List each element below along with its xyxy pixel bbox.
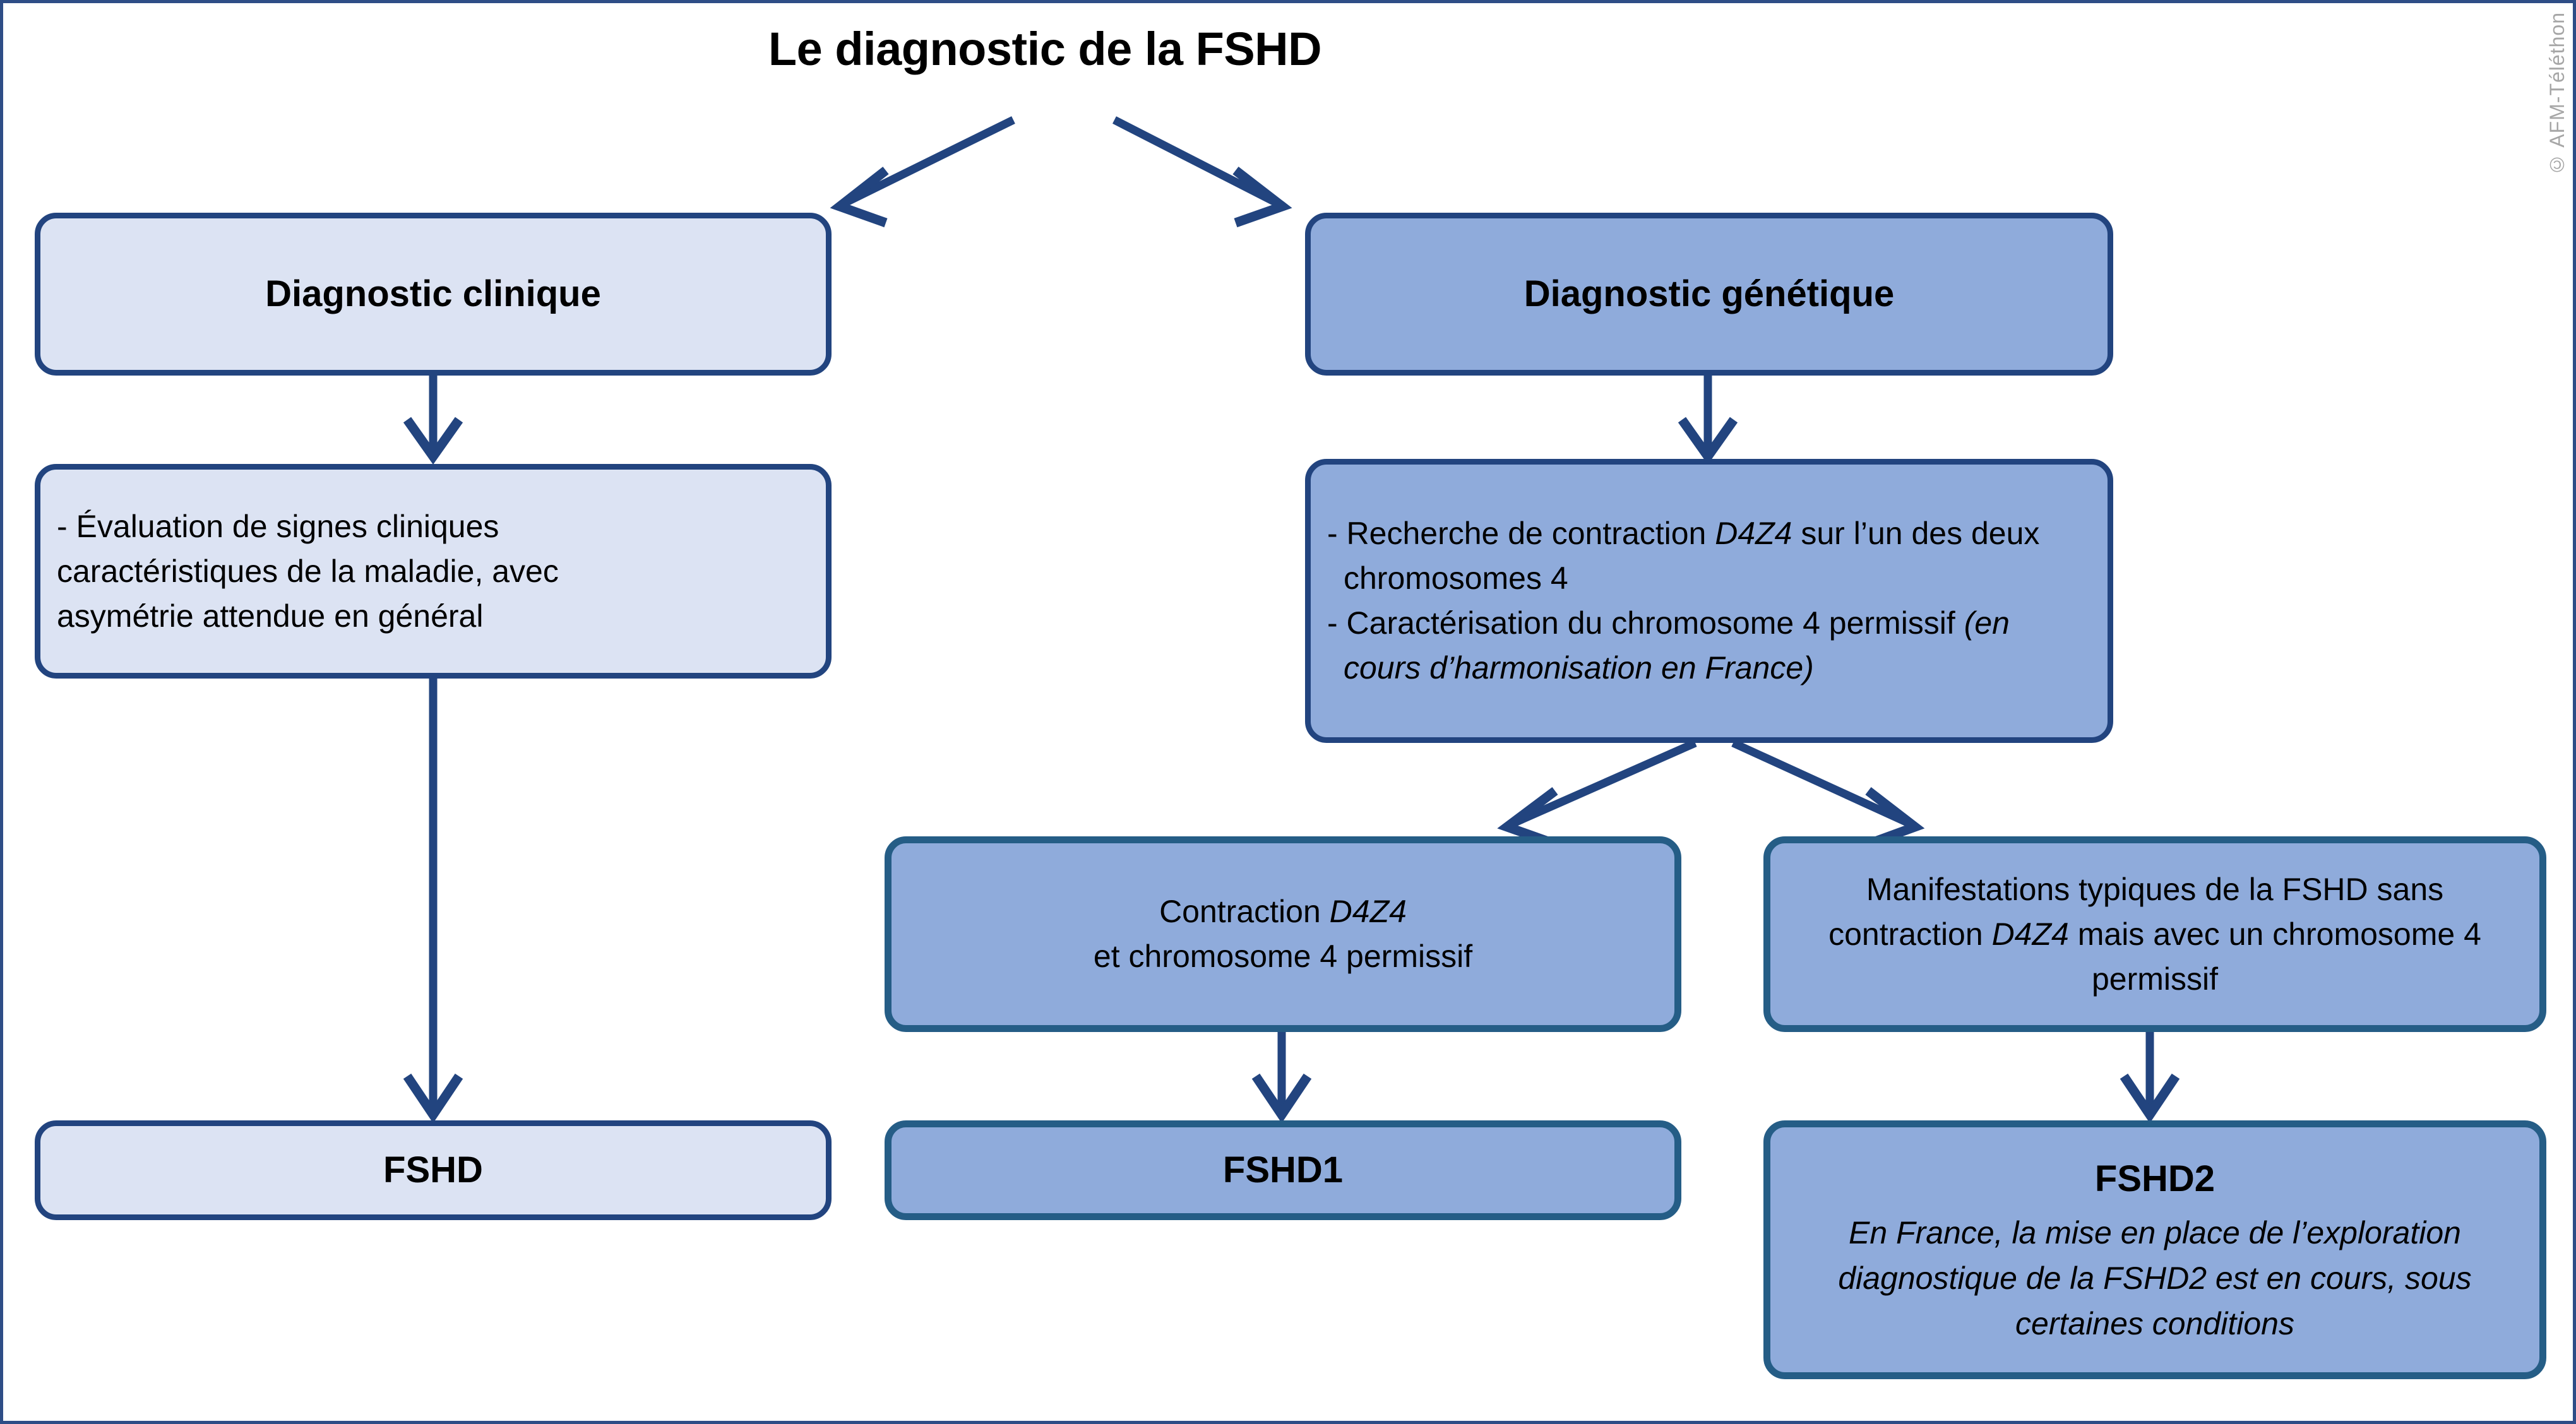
fshd2-content: FSHD2 En France, la mise en place de l’ex… (1792, 1153, 2518, 1346)
genetic-bullet1-post: sur l’un des deux chromosomes 4 (1344, 516, 2040, 596)
genetic-body-text: - Recherche de contraction D4Z4 sur l’un… (1327, 511, 2091, 691)
gene-name-d4z4: D4Z4 (1715, 516, 1792, 551)
fshd1-label: FSHD1 (1222, 1149, 1344, 1190)
node-genetic-leaf-left[interactable]: Contraction D4Z4 et chromosome 4 permissi… (885, 836, 1681, 1032)
clinical-body-line-3: asymétrie attendue en général (57, 598, 484, 634)
genetic-body-bullet-1: - Recherche de contraction D4Z4 sur l’un… (1327, 511, 2091, 601)
genetic-header-label: Diagnostic génétique (1524, 273, 1895, 314)
leaf-left-text: Contraction D4Z4 et chromosome 4 permissi… (908, 889, 1658, 979)
arrowhead-leaf-right-to-fshd2 (2120, 1073, 2180, 1124)
arrow-genetic-body-to-leaf-right (1731, 739, 1912, 828)
genetic-body-bullet-2: - Caractérisation du chromosome 4 permis… (1327, 601, 2091, 691)
node-genetic-header[interactable]: Diagnostic génétique (1305, 213, 2113, 376)
node-result-fshd1[interactable]: FSHD1 (885, 1120, 1681, 1220)
arrowhead-title-to-genetic (1232, 167, 1292, 228)
leaf-right-pre: Manifestations typiques de la FSHD sans … (1828, 871, 2444, 952)
clinical-body-line-1: - Évaluation de signes cliniques (57, 508, 499, 544)
clinical-body-text: - Évaluation de signes cliniques caractér… (57, 504, 809, 639)
arrow-genetic-body-to-leaf-left (1510, 739, 1697, 828)
gene-name-d4z4: D4Z4 (1991, 916, 2069, 952)
leaf-left-line1-pre: Contraction (1159, 894, 1330, 929)
leaf-left-line2: et chromosome 4 permissif (1093, 939, 1473, 974)
gene-name-d4z4: D4Z4 (1329, 894, 1407, 929)
genetic-bullet2-note: (en cours d’harmonisation en France) (1344, 605, 2010, 685)
node-clinical-body[interactable]: - Évaluation de signes cliniques caractér… (35, 464, 832, 679)
node-clinical-result-fshd[interactable]: FSHD (35, 1120, 832, 1220)
copyright-watermark: © AFM-Téléthon (2546, 12, 2568, 176)
fshd-label: FSHD (383, 1149, 483, 1190)
clinical-body-line-2: caractéristiques de la maladie, avec (57, 553, 559, 589)
fshd2-label: FSHD2 (2094, 1158, 2215, 1199)
leaf-right-post: mais avec un chromosome 4 permissif (2068, 916, 2481, 997)
arrow-title-to-clinical (841, 116, 1015, 208)
arrowhead-clinical-header-to-body (403, 417, 463, 465)
node-genetic-leaf-right[interactable]: Manifestations typiques de la FSHD sans … (1763, 836, 2546, 1032)
node-result-fshd2[interactable]: FSHD2 En France, la mise en place de l’ex… (1763, 1120, 2546, 1379)
node-genetic-body[interactable]: - Recherche de contraction D4Z4 sur l’un… (1305, 459, 2113, 743)
fshd2-note: En France, la mise en place de l’explora… (1838, 1215, 2472, 1342)
node-clinical-header[interactable]: Diagnostic clinique (35, 213, 832, 376)
page-title: Le diagnostic de la FSHD (768, 23, 1322, 75)
arrowhead-clinical-body-to-fshd (403, 1073, 463, 1124)
clinical-header-label: Diagnostic clinique (265, 273, 601, 314)
arrow-title-to-genetic (1112, 116, 1280, 208)
genetic-bullet1-pre: - Recherche de contraction (1327, 516, 1715, 551)
leaf-right-text: Manifestations typiques de la FSHD sans … (1787, 867, 2523, 1002)
genetic-bullet2-pre: - Caractérisation du chromosome 4 permis… (1327, 605, 1964, 641)
arrowhead-genetic-header-to-body (1678, 417, 1738, 465)
arrowhead-leaf-left-to-fshd1 (1251, 1073, 1312, 1124)
arrowhead-title-to-clinical (830, 167, 889, 228)
